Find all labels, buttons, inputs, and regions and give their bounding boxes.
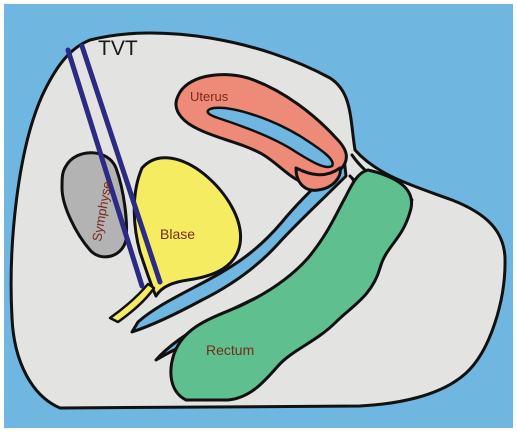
tvt-label: TVT — [98, 37, 138, 60]
rectum-label: Rectum — [206, 342, 254, 358]
blase-label: Blase — [160, 226, 195, 242]
uterus-label: Uterus — [190, 89, 229, 104]
